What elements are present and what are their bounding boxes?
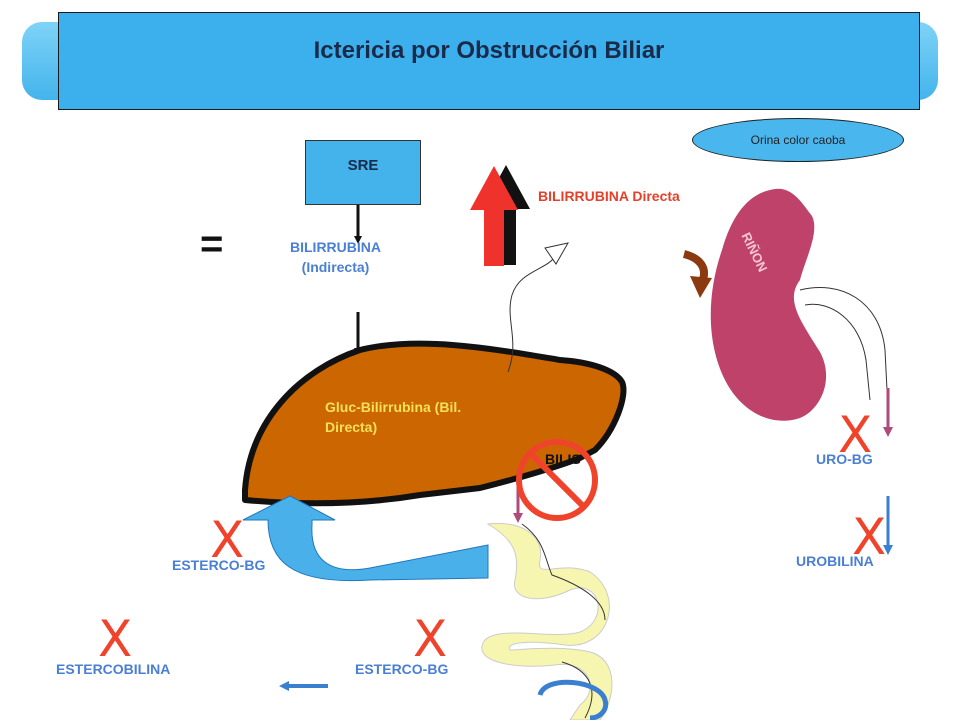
- urine-color-oval: Orina color caoba: [692, 118, 904, 162]
- urobilina-label: UROBILINA: [796, 553, 874, 569]
- intestine-shape: [481, 522, 613, 720]
- title-box: Ictericia por Obstrucción Biliar: [58, 12, 920, 110]
- esterco-bg-lower-x-mark: X: [413, 610, 448, 668]
- intestine-swirl-arrow: [537, 679, 609, 720]
- liver-shape: [242, 340, 627, 507]
- intestine-wall-line-2: [561, 661, 593, 719]
- esterco-bg-upper-x-mark: X: [210, 511, 245, 569]
- bilis-label: BILIS: [545, 451, 581, 467]
- enterohepatic-blue-arrow: [242, 495, 489, 582]
- kidney-shape: [710, 188, 827, 421]
- urine-color-label: Orina color caoba: [750, 133, 846, 147]
- intestine-wall-line: [521, 523, 606, 621]
- bilirrubina-indirecta-line-2: (Indirecta): [301, 259, 370, 275]
- increase-red-arrow: [470, 165, 530, 266]
- liver-to-blood-curve: [507, 254, 557, 373]
- ureter-line-inner: [804, 303, 871, 401]
- gluc-bilirrubina-label: Gluc-Bilirrubina (Bil. Directa): [325, 397, 461, 437]
- sre-label: SRE: [347, 157, 379, 174]
- uro-bg-x-mark: X: [838, 406, 873, 464]
- page-title: Ictericia por Obstrucción Biliar: [313, 37, 665, 64]
- bilirrubina-directa-label: BILIRRUBINA Directa: [538, 188, 680, 204]
- bilirrubina-indirecta-label: BILIRRUBINA (Indirecta): [290, 237, 381, 277]
- sre-box: SRE: [305, 140, 421, 205]
- esterco-bg-upper-label: ESTERCO-BG: [172, 557, 266, 573]
- uro-bg-label: URO-BG: [816, 451, 873, 467]
- equals-sign: =: [200, 222, 224, 266]
- bilirrubina-indirecta-line-1: BILIRRUBINA: [290, 239, 381, 255]
- estercobilina-x-mark: X: [98, 610, 133, 668]
- urobilina-x-mark: X: [852, 508, 887, 566]
- ureter-line: [799, 287, 888, 391]
- esterco-bg-lower-label: ESTERCO-BG: [355, 661, 449, 677]
- blood-to-kidney-arrowhead: [690, 276, 712, 298]
- liver-to-blood-arrowhead: [544, 242, 569, 265]
- estercobilina-label: ESTERCOBILINA: [56, 661, 171, 677]
- gluc-bilirrubina-line-2: Directa): [325, 419, 378, 435]
- gluc-bilirrubina-line-1: Gluc-Bilirrubina (Bil.: [325, 399, 462, 415]
- no-bile-flow-sign: [516, 439, 598, 521]
